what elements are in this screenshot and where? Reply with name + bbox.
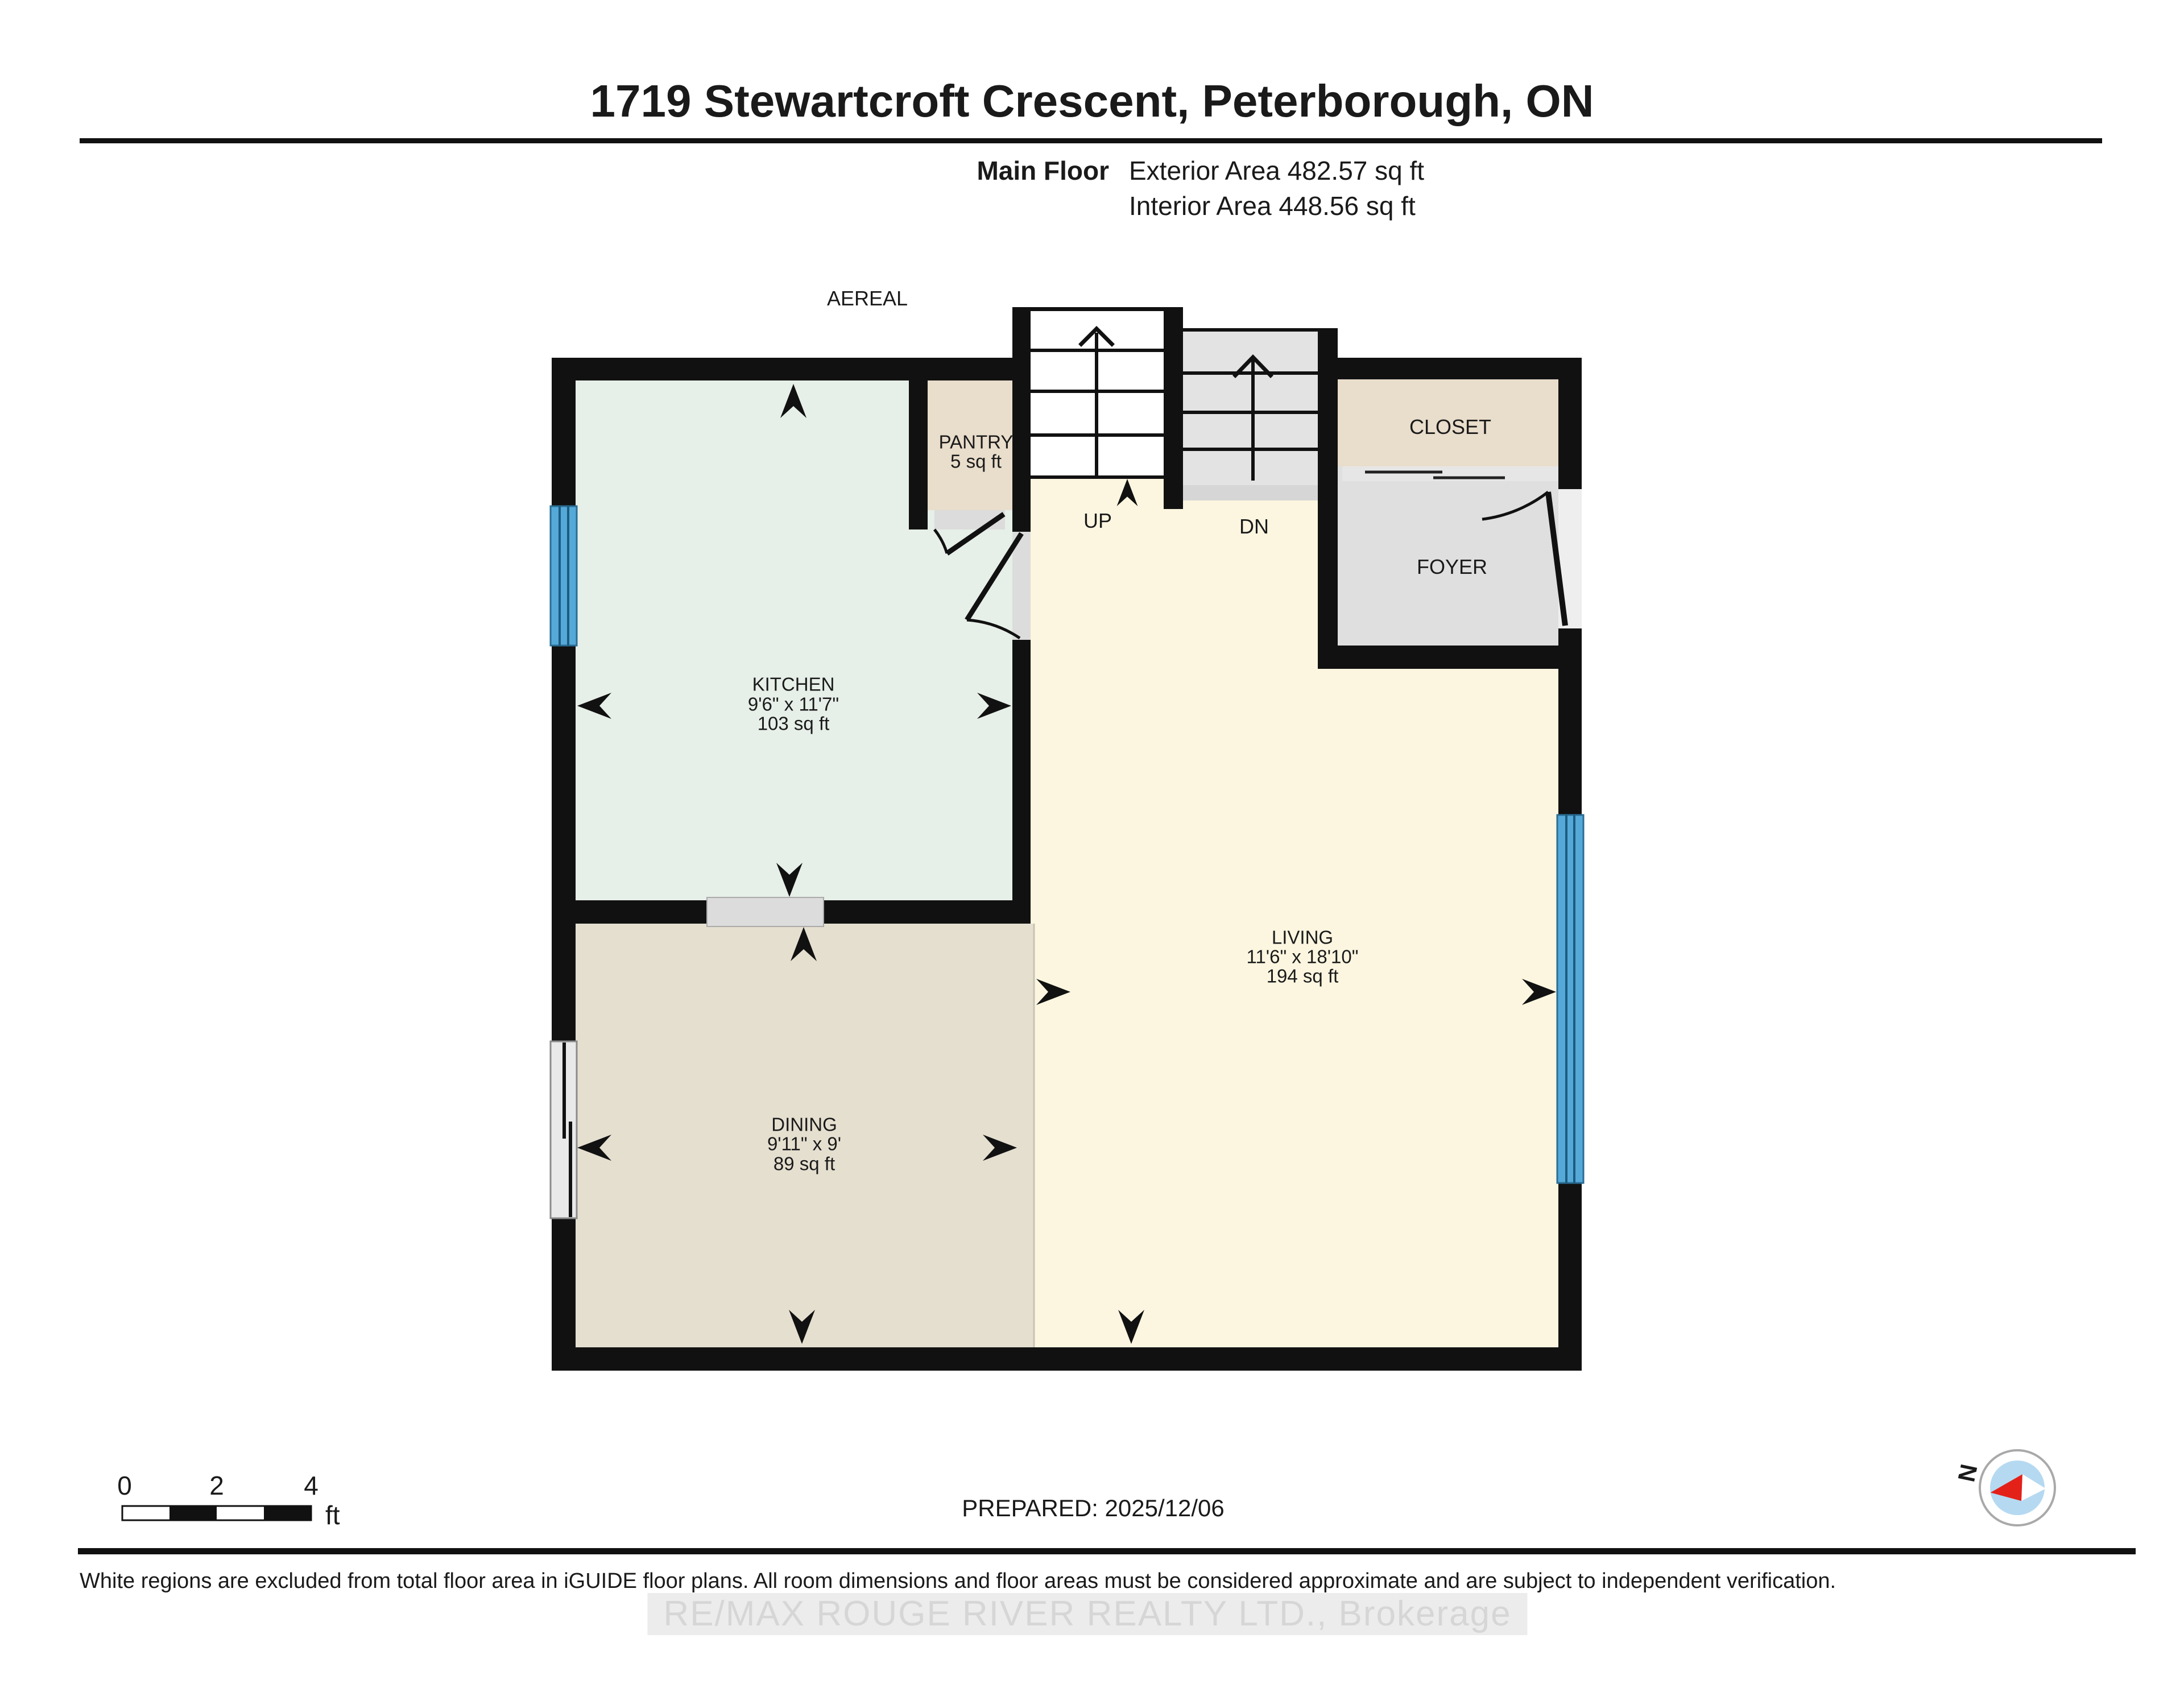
footer-divider bbox=[78, 1548, 2136, 1554]
kitchen-label: KITCHEN bbox=[752, 673, 835, 695]
kitchen-door-swing bbox=[965, 532, 1024, 640]
scale-tick-2: 2 bbox=[209, 1471, 224, 1500]
brokerage-watermark: RE/MAX ROUGE RIVER REALTY LTD., Brokerag… bbox=[647, 1593, 1528, 1635]
kitchen-window bbox=[549, 505, 578, 647]
foyer-label: FOYER bbox=[1416, 555, 1488, 578]
page-title: 1719 Stewartcroft Crescent, Peterborough… bbox=[590, 76, 1594, 126]
living-window bbox=[1556, 814, 1585, 1184]
scale-tick-0: 0 bbox=[117, 1471, 132, 1500]
dining-floor bbox=[576, 924, 1034, 1347]
scale-tick-4: 4 bbox=[304, 1471, 318, 1500]
kitchen-dims: 9'6" x 11'7" bbox=[747, 693, 839, 715]
stairs-down-landing bbox=[1183, 485, 1318, 500]
living-area: 194 sq ft bbox=[1266, 965, 1339, 987]
stairs-up-treads bbox=[1029, 326, 1164, 479]
stairs-up-label: UP bbox=[1083, 509, 1112, 532]
pantry-area: 5 sq ft bbox=[950, 450, 1002, 472]
pantry-door-swing bbox=[933, 512, 1006, 556]
stairs-down-arrow-icon bbox=[1232, 354, 1273, 378]
pantry-floor bbox=[928, 380, 1012, 510]
living-dims: 11'6" x 18'10" bbox=[1246, 946, 1359, 967]
kitchen-area: 103 sq ft bbox=[757, 713, 830, 734]
interior-area: Interior Area 448.56 sq ft bbox=[1129, 191, 1416, 221]
disclaimer: White regions are excluded from total fl… bbox=[80, 1569, 1836, 1593]
scale-unit: ft bbox=[325, 1500, 340, 1530]
scale-bar bbox=[121, 1505, 312, 1521]
entry-door-swing bbox=[1482, 491, 1568, 626]
stairs-down-treads bbox=[1183, 354, 1318, 481]
dining-area: 89 sq ft bbox=[773, 1153, 835, 1174]
dining-label: DINING bbox=[771, 1114, 837, 1135]
stairs-down-label: DN bbox=[1239, 515, 1269, 538]
exterior-area-label: AEREAL bbox=[826, 287, 908, 310]
closet-floor bbox=[1338, 379, 1558, 466]
exterior-area: Exterior Area 482.57 sq ft bbox=[1129, 156, 1425, 185]
living-label: LIVING bbox=[1271, 926, 1334, 948]
kitchen-dining-opening bbox=[706, 897, 824, 927]
stairs-down-floor bbox=[1183, 332, 1318, 485]
living-floor bbox=[1031, 477, 1558, 1347]
dining-dims: 9'11" x 9' bbox=[767, 1133, 842, 1155]
stairs-up-arrow-icon bbox=[1078, 326, 1115, 347]
dining-sliding-door bbox=[549, 1040, 578, 1219]
kitchen-hall-door-opening bbox=[1012, 532, 1031, 640]
closet-label: CLOSET bbox=[1409, 415, 1492, 438]
header-divider bbox=[80, 138, 2102, 143]
pantry-label: PANTRY bbox=[938, 431, 1014, 453]
prepared-date: PREPARED: 2025/12/06 bbox=[962, 1495, 1225, 1521]
compass-icon bbox=[1979, 1449, 2056, 1526]
foyer-floor bbox=[1338, 466, 1558, 646]
floor-label: Main Floor bbox=[977, 156, 1109, 185]
